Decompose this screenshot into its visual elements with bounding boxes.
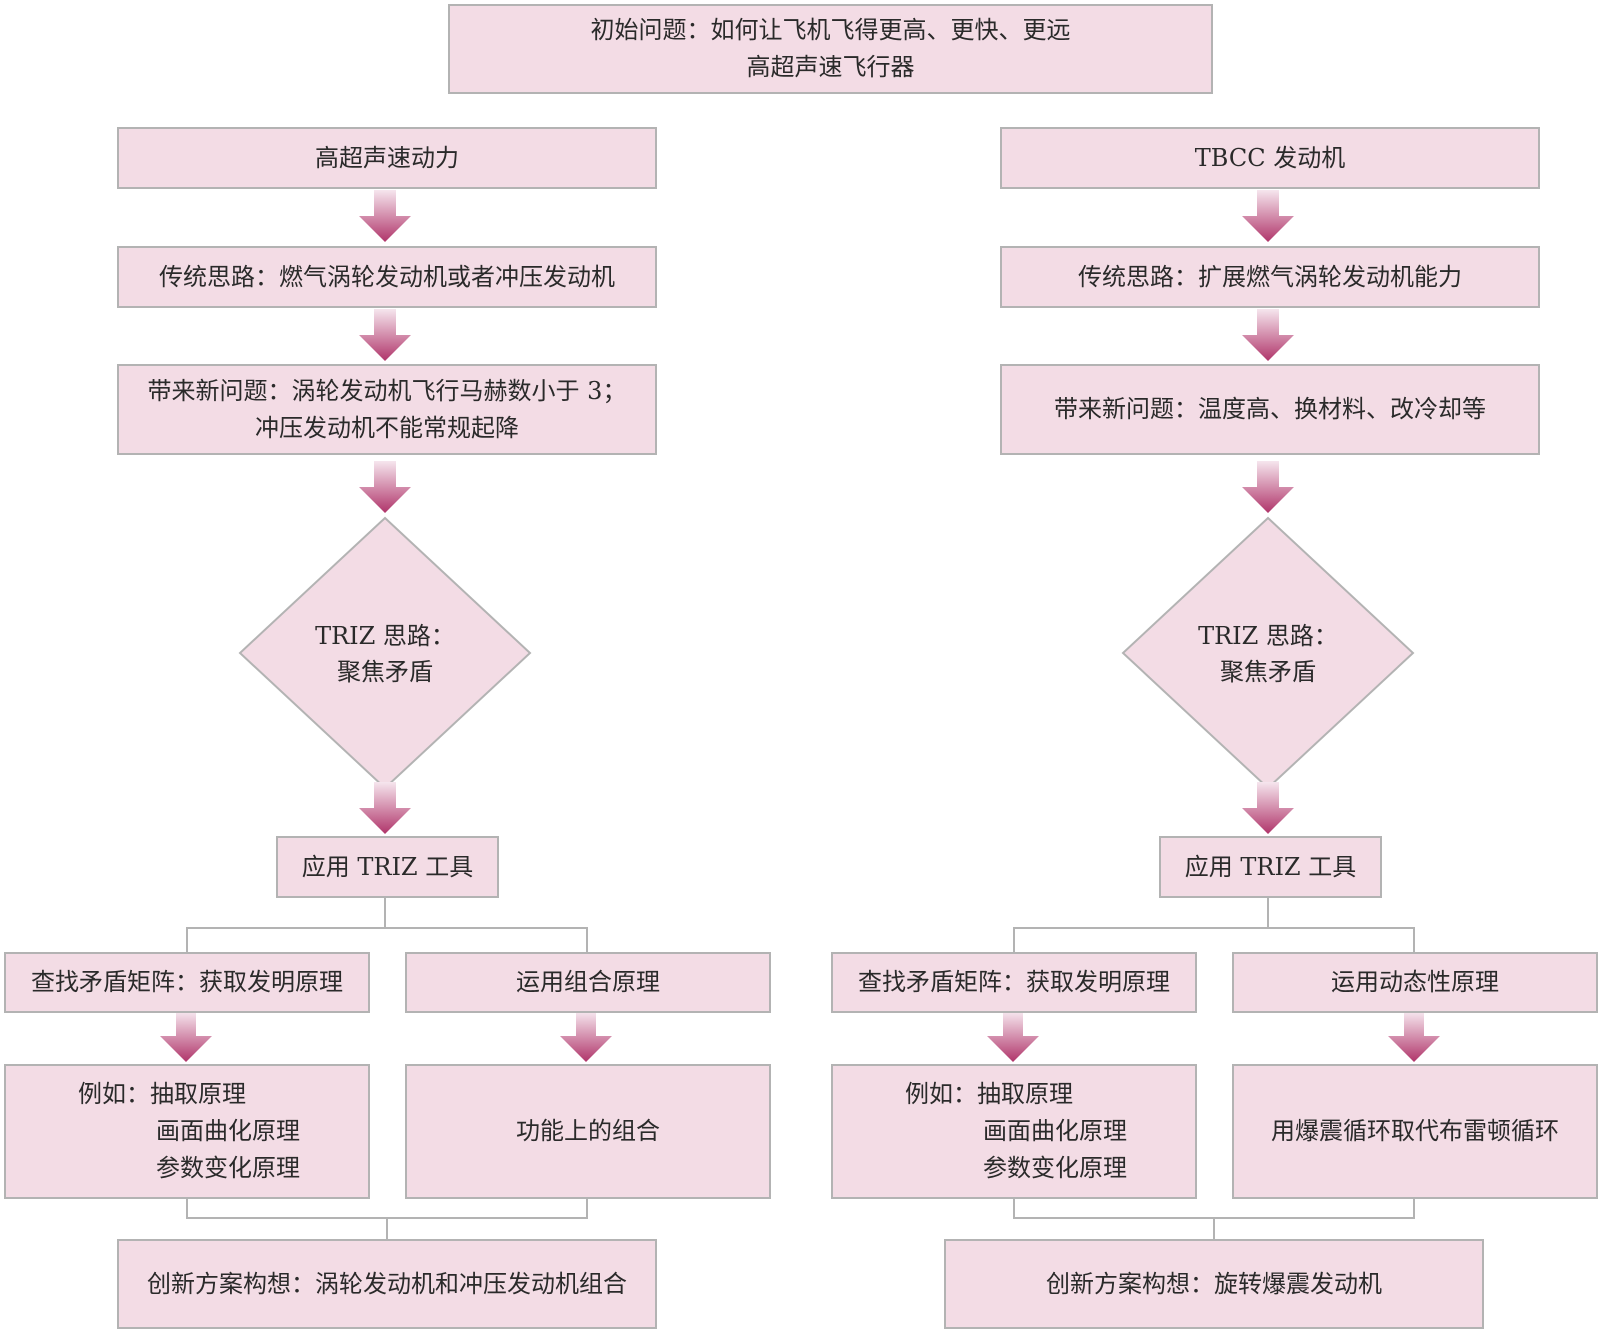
initial-question-subtitle: 高超声速飞行器 xyxy=(746,53,915,81)
left-example-box: 例如：抽取原理 画面曲化原理 参数变化原理 xyxy=(4,1064,370,1199)
left-arrows xyxy=(160,190,612,1062)
down-arrow-icon xyxy=(1242,190,1294,242)
down-arrow-icon xyxy=(1242,461,1294,513)
left-branch-a-box: 查找矛盾矩阵：获取发明原理 xyxy=(4,952,370,1013)
right-triz-line1: TRIZ 思路： xyxy=(1198,622,1338,650)
down-arrow-icon xyxy=(987,1012,1039,1062)
right-branch-b-text: 运用动态性原理 xyxy=(1331,968,1499,996)
left-final-box: 创新方案构想：涡轮发动机和冲压发动机组合 xyxy=(117,1239,657,1329)
left-result-b-box: 功能上的组合 xyxy=(405,1064,771,1199)
left-final-text: 创新方案构想：涡轮发动机和冲压发动机组合 xyxy=(147,1269,627,1298)
right-arrows xyxy=(987,190,1440,1062)
left-result-b-text: 功能上的组合 xyxy=(516,1117,660,1145)
left-triz-line1: TRIZ 思路： xyxy=(315,622,455,650)
left-new-problem-line2: 冲压发动机不能常规起降 xyxy=(255,413,519,442)
left-branch-b-text: 运用组合原理 xyxy=(516,968,660,996)
left-example-line3: 参数变化原理 xyxy=(156,1154,300,1182)
left-header-box: 高超声速动力 xyxy=(117,127,657,189)
left-apply-triz-text: 应用 TRIZ 工具 xyxy=(301,852,474,881)
left-traditional-box: 传统思路：燃气涡轮发动机或者冲压发动机 xyxy=(117,246,657,308)
down-arrow-icon xyxy=(359,782,411,834)
right-apply-triz-box: 应用 TRIZ 工具 xyxy=(1159,836,1382,898)
right-final-box: 创新方案构想：旋转爆震发动机 xyxy=(944,1239,1484,1329)
down-arrow-icon xyxy=(160,1012,212,1062)
right-branch-a-text: 查找矛盾矩阵：获取发明原理 xyxy=(858,968,1170,996)
right-triz-line2: 聚焦矛盾 xyxy=(1220,658,1316,686)
right-example-box: 例如：抽取原理 画面曲化原理 参数变化原理 xyxy=(831,1064,1197,1199)
left-apply-triz-box: 应用 TRIZ 工具 xyxy=(276,836,499,898)
down-arrow-icon xyxy=(359,190,411,242)
right-header-box: TBCC 发动机 xyxy=(1000,127,1540,189)
left-branch-a-text: 查找矛盾矩阵：获取发明原理 xyxy=(31,968,343,996)
right-example-line3: 参数变化原理 xyxy=(983,1154,1127,1182)
left-new-problem-box: 带来新问题：涡轮发动机飞行马赫数小于 3； 冲压发动机不能常规起降 xyxy=(117,364,657,455)
right-example-line2: 画面曲化原理 xyxy=(983,1117,1127,1145)
initial-question-box: 初始问题：如何让飞机飞得更高、更快、更远 高超声速飞行器 xyxy=(448,4,1213,94)
left-traditional-text: 传统思路：燃气涡轮发动机或者冲压发动机 xyxy=(159,262,615,291)
right-result-b-box: 用爆震循环取代布雷顿循环 xyxy=(1232,1064,1598,1199)
down-arrow-icon xyxy=(359,309,411,361)
initial-question-text: 初始问题：如何让飞机飞得更高、更快、更远 xyxy=(590,16,1071,44)
left-new-problem-line1: 带来新问题：涡轮发动机飞行马赫数小于 3； xyxy=(147,376,627,405)
left-example-line1: 例如：抽取原理 xyxy=(78,1080,246,1108)
left-branch-b-box: 运用组合原理 xyxy=(405,952,771,1013)
right-traditional-box: 传统思路：扩展燃气涡轮发动机能力 xyxy=(1000,246,1540,308)
right-traditional-text: 传统思路：扩展燃气涡轮发动机能力 xyxy=(1078,262,1462,291)
right-new-problem-box: 带来新问题：温度高、换材料、改冷却等 xyxy=(1000,364,1540,455)
right-triz-text: TRIZ 思路： 聚焦矛盾 xyxy=(1168,618,1368,690)
right-final-text: 创新方案构想：旋转爆震发动机 xyxy=(1046,1269,1382,1298)
down-arrow-icon xyxy=(359,461,411,513)
left-triz-line2: 聚焦矛盾 xyxy=(337,658,433,686)
down-arrow-icon xyxy=(560,1012,612,1062)
right-result-b-text: 用爆震循环取代布雷顿循环 xyxy=(1271,1117,1559,1145)
right-new-problem-text: 带来新问题：温度高、换材料、改冷却等 xyxy=(1054,395,1486,423)
right-branch-a-box: 查找矛盾矩阵：获取发明原理 xyxy=(831,952,1197,1013)
down-arrow-icon xyxy=(1242,309,1294,361)
right-example-line1: 例如：抽取原理 xyxy=(905,1080,1073,1108)
right-branch-b-box: 运用动态性原理 xyxy=(1232,952,1598,1013)
left-example-line2: 画面曲化原理 xyxy=(156,1117,300,1145)
down-arrow-icon xyxy=(1242,782,1294,834)
left-header-text: 高超声速动力 xyxy=(315,143,459,172)
bracket-lines xyxy=(186,898,1415,1240)
right-apply-triz-text: 应用 TRIZ 工具 xyxy=(1184,852,1357,881)
right-header-text: TBCC 发动机 xyxy=(1194,143,1346,172)
left-triz-text: TRIZ 思路： 聚焦矛盾 xyxy=(285,618,485,690)
down-arrow-icon xyxy=(1388,1012,1440,1062)
